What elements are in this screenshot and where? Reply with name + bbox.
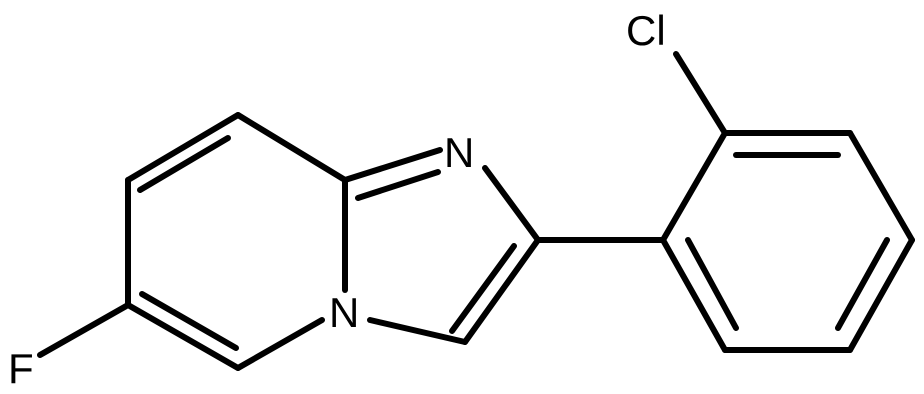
bond-ph-c6-c1-inner [685, 237, 739, 331]
bond-c2-c3 [462, 237, 541, 345]
bond-c2-n-bridge [235, 317, 325, 371]
bond-ph-c6-c1 [660, 237, 728, 353]
bond-c-f [37, 302, 131, 358]
bond-ph-c4-c5 [847, 237, 915, 353]
bond-c2-c3-inner [449, 243, 517, 334]
atom-label-fluorine: F [8, 345, 34, 392]
bond-c5-c4-inner [137, 135, 231, 193]
bond-c8a-c5 [235, 112, 348, 183]
atom-label-chlorine: Cl [626, 7, 666, 54]
bond-c5-c4 [125, 112, 241, 183]
bond-c3-c2 [125, 302, 241, 371]
imidazole-ring [342, 147, 541, 345]
bond-c8a-n-imine-inner [355, 169, 441, 201]
bond-n-imine-c2 [482, 165, 541, 243]
bond-ph-c1-c2 [660, 130, 728, 243]
atom-label-n-bridge: N [329, 289, 359, 336]
chlorophenyl-ring [660, 130, 915, 353]
atom-label-n-imine: N [444, 129, 474, 176]
pyridine-ring [125, 112, 348, 371]
bond-c3-n-bridge [367, 317, 468, 345]
bond-ph-c3-c4 [847, 130, 915, 243]
bond-ph-c4-c5-inner [835, 237, 890, 331]
bond-c8a-n-imine [342, 147, 443, 183]
bond-c-cl [673, 51, 728, 136]
bond-c3-c2-inner [139, 291, 239, 351]
